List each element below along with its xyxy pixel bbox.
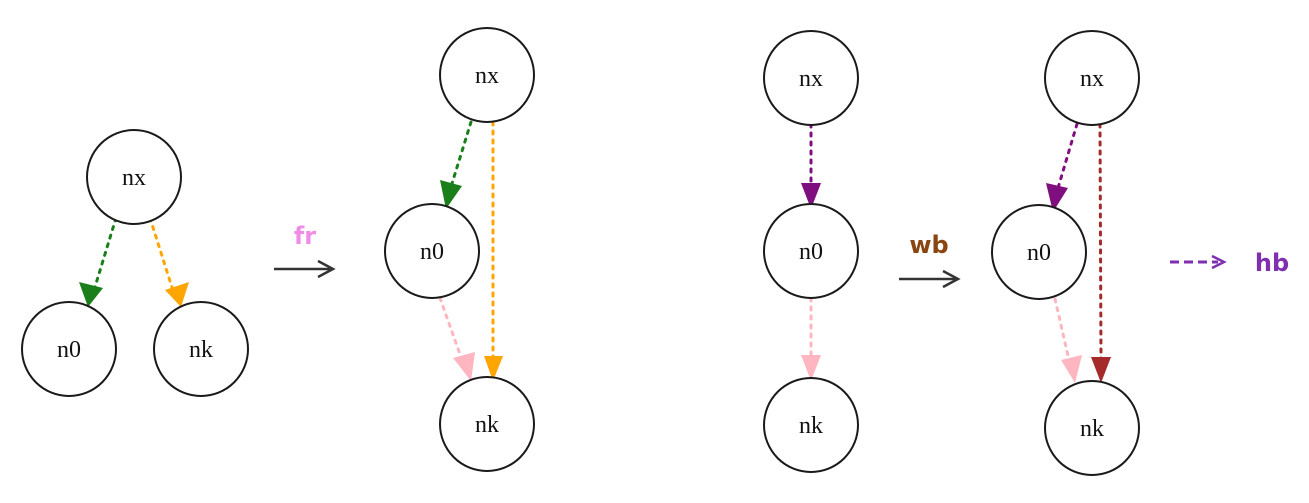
- legend-arrowhead-hb: [1211, 254, 1227, 270]
- node-label-n0: n0: [57, 337, 81, 363]
- node-label-nx: nx: [1080, 66, 1104, 92]
- arrowhead-n0-nk: [801, 355, 821, 381]
- op-label-fr: fr: [294, 222, 316, 250]
- node-nk: nk: [153, 301, 249, 397]
- edge-nx-n0: [448, 120, 473, 192]
- node-label-nk: nk: [475, 412, 499, 438]
- node-nk: nk: [763, 377, 859, 473]
- legend-label-hb: hb: [1255, 249, 1289, 277]
- edge-n0-nk: [438, 296, 464, 362]
- arrowhead-nx-n0: [801, 183, 821, 209]
- node-n0: n0: [763, 203, 859, 299]
- node-label-nx: nx: [122, 165, 146, 191]
- arrowhead-wb: [942, 269, 961, 289]
- node-label-n0: n0: [799, 239, 823, 265]
- node-nx: nx: [439, 27, 535, 123]
- node-label-nx: nx: [799, 66, 823, 92]
- node-label-n0: n0: [1027, 240, 1051, 266]
- arrowhead-nx-n0: [440, 180, 462, 209]
- node-n0: n0: [991, 204, 1087, 300]
- node-nx: nx: [763, 30, 859, 126]
- edge-nx-nk: [148, 216, 178, 302]
- node-nx: nx: [86, 129, 182, 225]
- transition-fr: fr: [274, 222, 336, 279]
- node-nx: nx: [1044, 30, 1140, 126]
- arrowhead-nx-n0: [79, 282, 103, 307]
- node-label-nk: nk: [189, 337, 213, 363]
- panel-1: nx n0 nk: [21, 129, 249, 397]
- arrowhead-nx-nk: [165, 282, 189, 307]
- legend-hb: hb: [1170, 249, 1289, 277]
- node-n0: n0: [384, 203, 480, 299]
- edge-nx-nk: [1098, 122, 1103, 362]
- arrowhead-fr: [317, 259, 336, 279]
- panel-3: nx n0 nk: [763, 30, 859, 473]
- arrowhead-n0-nk: [453, 352, 475, 381]
- edge-nx-n0: [1056, 122, 1079, 190]
- node-label-nx: nx: [475, 63, 499, 89]
- arrowhead-nx-nk: [484, 356, 503, 381]
- node-nk: nk: [439, 376, 535, 472]
- transition-wb: wb: [899, 231, 961, 289]
- node-nk: nk: [1044, 380, 1140, 476]
- panel-2: nx n0 nk: [384, 27, 535, 472]
- node-label-nk: nk: [799, 413, 823, 439]
- node-n0: n0: [21, 301, 117, 397]
- op-label-wb: wb: [909, 231, 948, 259]
- arrowhead-n0-nk: [1061, 355, 1082, 383]
- arrowhead-nx-n0: [1046, 183, 1068, 212]
- arrowhead-nx-nk: [1091, 357, 1111, 383]
- edge-n0-nk: [1053, 297, 1071, 362]
- node-label-nk: nk: [1080, 416, 1104, 442]
- panel-4: nx n0 nk: [991, 30, 1140, 476]
- node-label-n0: n0: [420, 239, 444, 265]
